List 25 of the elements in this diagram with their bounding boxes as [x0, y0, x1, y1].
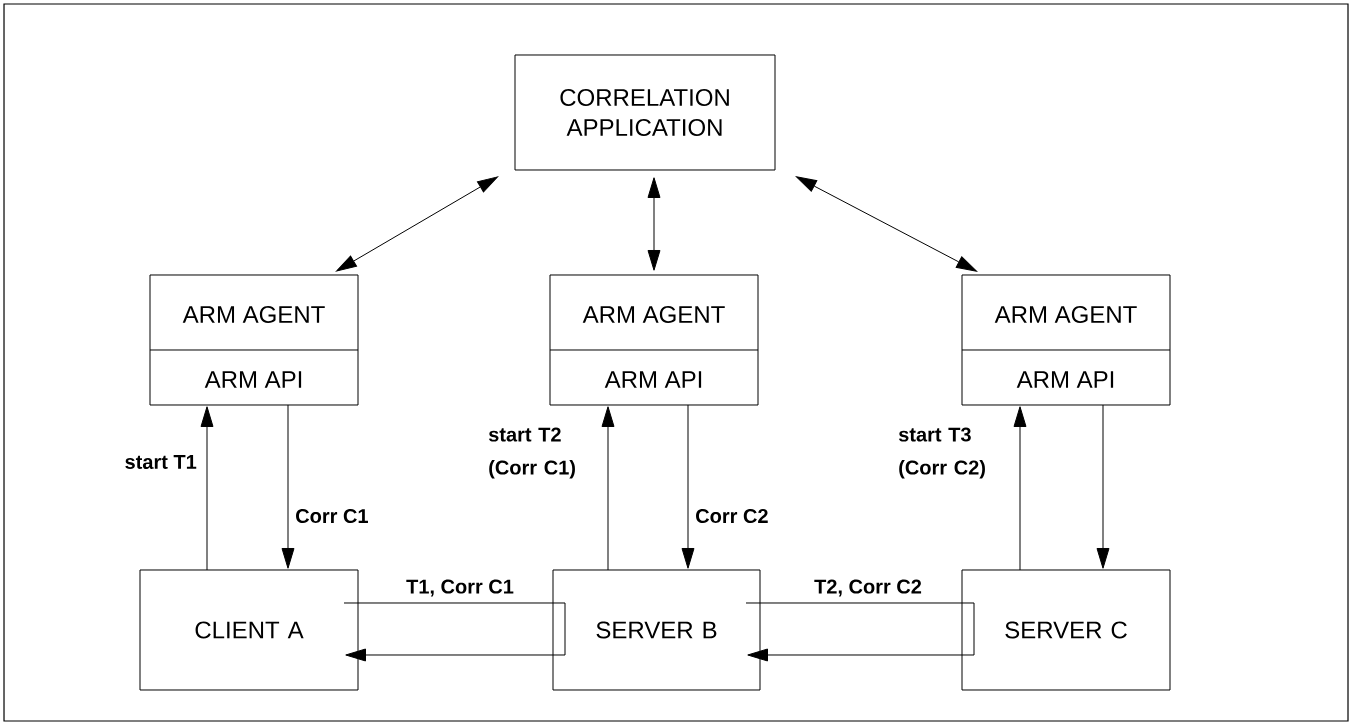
arrow	[647, 177, 661, 271]
arrow	[200, 406, 214, 571]
arrow	[796, 176, 977, 272]
process-box: CORRELATION APPLICATION	[514, 54, 776, 171]
process-box: SERVER C	[961, 569, 1171, 691]
arrow	[681, 404, 695, 569]
agent-box: ARM AGENT ARM API	[961, 274, 1171, 406]
edge-label: T1, Corr C1	[406, 579, 514, 597]
arrow	[1096, 404, 1110, 569]
edge-label: start T1	[125, 455, 197, 469]
arrow	[336, 176, 498, 272]
process-box: CLIENT A	[139, 569, 359, 691]
process-box: SERVER B	[552, 569, 761, 691]
agent-box: ARM AGENT ARM API	[549, 274, 759, 406]
edge-label: T2, Corr C2	[814, 579, 922, 597]
edge-label: Corr C2	[696, 508, 768, 524]
agent-box: ARM AGENT ARM API	[149, 274, 359, 406]
arrow	[1013, 406, 1027, 571]
edge-label: start T3 (Corr C2)	[898, 427, 985, 479]
arrow	[601, 406, 615, 571]
arrow	[281, 404, 295, 569]
edge-label: start T2 (Corr C1)	[488, 427, 575, 479]
edge-label: Corr C1	[296, 508, 368, 524]
arrow	[747, 602, 975, 662]
arrow	[345, 602, 566, 662]
